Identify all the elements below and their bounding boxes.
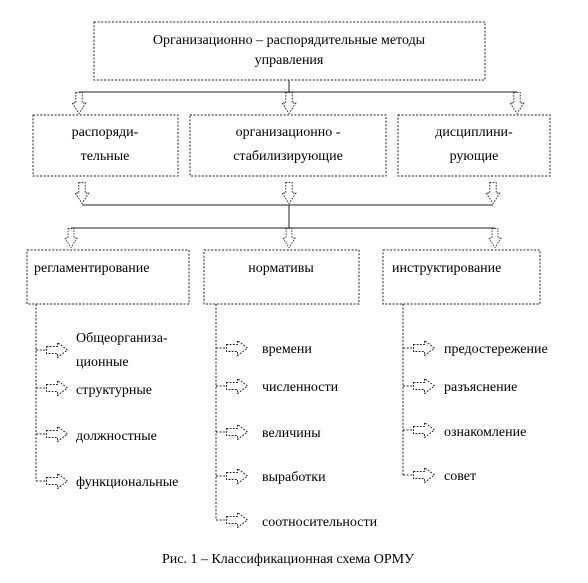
leaf-obshcheorganizatsionnye-line2: ционные [76,355,129,370]
node-org-stabiliziruyushchie: организационно - стабилизирующие [189,114,387,177]
connector-level2-merge [64,182,502,248]
arrow-down-icon [488,228,502,248]
node-org-stabiliziruyushchie-line2: стабилизирующие [233,149,343,164]
leaves-normativy: времени численности величины выработки с… [215,304,378,530]
arrow-right-icon [226,340,248,356]
leaf-razyasnenie: разъяснение [444,380,517,395]
arrow-down-icon [71,92,87,114]
arrow-down-icon [485,182,501,204]
arrow-right-icon [46,380,68,396]
arrow-down-icon [282,228,296,248]
arrow-down-icon [281,92,297,114]
arrow-down-icon [509,92,525,114]
leaf-velichiny: величины [262,426,321,441]
leaf-chislennosti: численности [262,380,339,395]
arrow-right-icon [46,342,68,358]
arrow-down-icon [281,182,297,204]
node-org-stabiliziruyushchie-line1: организационно - [236,125,341,140]
node-reglamentirovanie-label: регламентирование [34,261,149,276]
node-instruktirovanie: инструктирование [382,249,541,305]
leaf-oznakomlenie: ознакомление [444,425,526,440]
arrow-right-icon [46,426,68,442]
arrow-right-icon [413,422,435,438]
arrow-right-icon [413,340,435,356]
node-normativy: нормативы [203,249,360,305]
root-title-line2: управления [255,53,324,68]
leaf-predosterezhenie: предостережение [444,342,548,357]
node-rasporyaditelnye-line2: тельные [81,149,130,164]
node-normativy-label: нормативы [248,261,314,276]
leaf-strukturnye: структурные [76,383,152,398]
leaf-vremeni: времени [262,342,312,357]
leaf-sovet: совет [444,469,476,484]
node-distsiplinirushchie: дисциплини- рующие [397,114,551,177]
node-distsiplinirushchie-line2: рующие [450,149,499,164]
node-instruktirovanie-label: инструктирование [392,261,501,276]
leaves-instruktirovanie: предостережение разъяснение ознакомление… [402,304,548,484]
arrow-right-icon [413,467,435,483]
node-distsiplinirushchie-line1: дисциплини- [435,125,513,140]
arrow-right-icon [413,378,435,394]
arrow-right-icon [226,378,248,394]
leaf-obshcheorganizatsionnye-line1: Общеорганиза- [76,331,168,346]
node-rasporyaditelnye: распоряди- тельные [32,114,179,177]
leaf-vyrabotki: выработки [262,470,326,485]
root-node: Организационно – распорядительные методы… [93,21,486,81]
arrow-right-icon [226,424,248,440]
leaves-reglamentirovanie: Общеорганиза- ционные структурные должно… [35,304,178,490]
leaf-sootnositelnosti: соотносительности [262,515,378,530]
arrow-down-icon [64,228,78,248]
node-rasporyaditelnye-line1: распоряди- [72,125,139,140]
leaf-funktsionalnye: функциональные [76,475,178,490]
arrow-right-icon [226,468,248,484]
figure-caption: Рис. 1 – Классификационная схема ОРМУ [162,552,414,567]
arrow-down-icon [74,182,90,204]
connector-root-level2 [71,80,525,114]
root-title-line1: Организационно – распорядительные методы [153,33,426,48]
leaf-dolzhnostnye: должностные [76,429,157,444]
node-reglamentirovanie: регламентирование [26,249,190,305]
arrow-right-icon [46,473,68,489]
arrow-right-icon [226,512,248,528]
